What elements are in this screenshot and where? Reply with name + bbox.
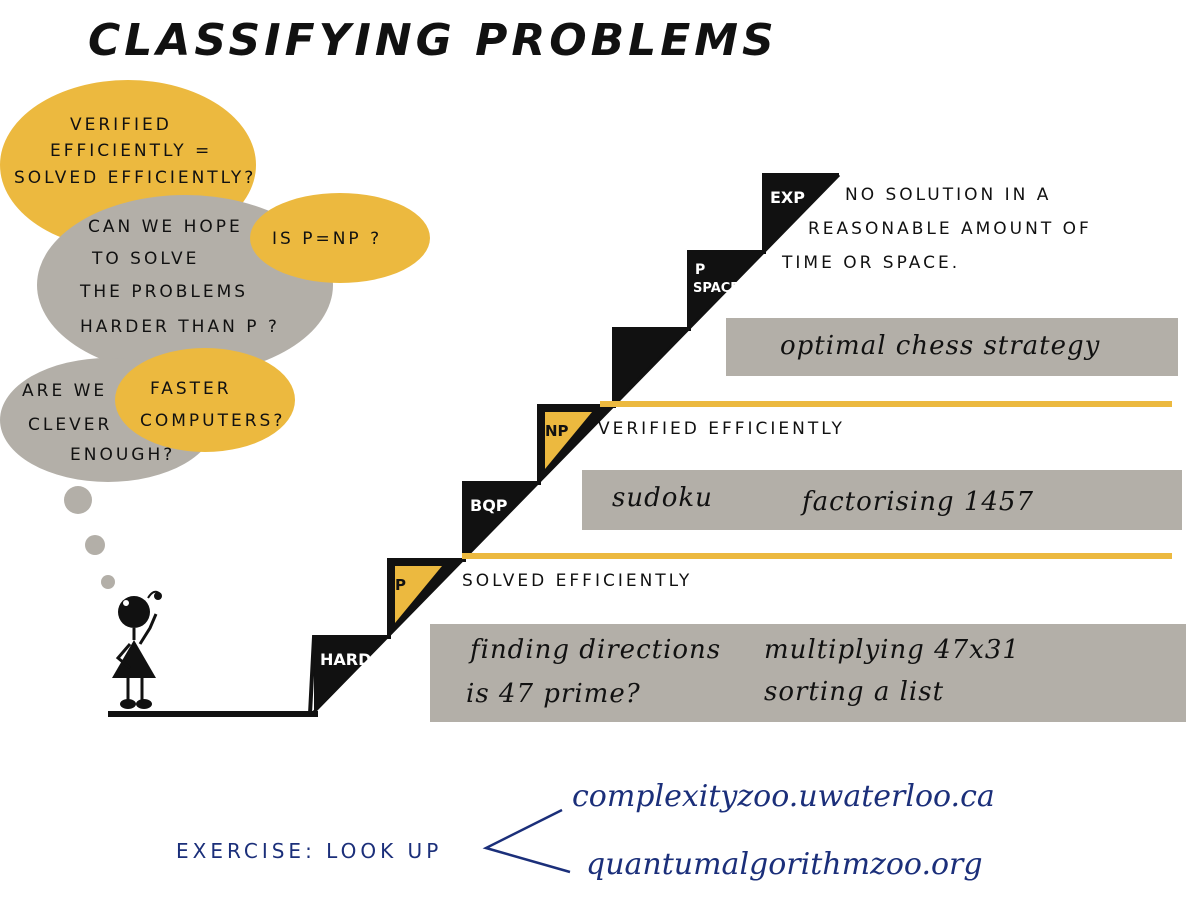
step-label: P — [395, 576, 406, 594]
bubble-yellow-faster — [115, 348, 295, 452]
step-label-line2: SPACE — [693, 281, 739, 296]
exercise-link-complexityzoo[interactable]: complexityzoo.uwaterloo.ca — [572, 779, 995, 814]
svg-text:NO SOLUTION IN A REASONABL: NO SOLUTION IN A REASONABLE AMOUNT OF TI… — [781, 185, 1100, 273]
exp-example-text: optimal chess strategy — [780, 331, 1100, 361]
exercise-branch — [486, 810, 570, 872]
step-label: EXP — [770, 188, 805, 207]
exp-note-line3: TIME OR SPACE. — [781, 253, 960, 273]
exp-note-line1: NO SOLUTION IN A — [845, 185, 1051, 205]
bubble-q1-line3: SOLVED EFFICIENTLY? — [14, 168, 256, 188]
bubble-q4-line3: ENOUGH? — [70, 445, 175, 465]
np-example-factorising: factorising 1457 — [800, 487, 1034, 517]
thought-dot-3 — [101, 575, 115, 589]
bubble-q3: IS P=NP ? — [272, 229, 382, 249]
bubble-q4-line2: CLEVER — [28, 415, 112, 435]
bubble-q1-line2: EFFICIENTLY = — [50, 141, 212, 161]
p-example-prime: is 47 prime? — [466, 679, 641, 709]
exercise-label: EXERCISE: LOOK UP — [176, 839, 442, 863]
p-example-directions: finding directions — [468, 635, 721, 665]
np-example-sudoku: sudoku — [612, 483, 713, 513]
p-tier-label: SOLVED EFFICIENTLY — [462, 571, 692, 591]
bubble-q1-line1: VERIFIED — [70, 115, 172, 135]
exp-note-line2: REASONABLE AMOUNT OF — [808, 219, 1092, 239]
thought-dot-1 — [64, 486, 92, 514]
bubble-q5-line2: COMPUTERS? — [140, 411, 285, 431]
bubble-q2-line2: TO SOLVE — [91, 249, 199, 269]
step-label: HARD — [320, 650, 371, 669]
p-example-multiplying: multiplying 47x31 — [764, 635, 1020, 665]
step-label: BQP — [470, 496, 508, 515]
p-example-sorting: sorting a list — [764, 677, 944, 707]
bubble-q5-line1: FASTER — [150, 379, 232, 399]
bubble-q2-line1: CAN WE HOPE — [88, 217, 243, 237]
bubble-q2-line3: THE PROBLEMS — [79, 282, 248, 302]
bubble-q4-line1: ARE WE — [22, 381, 107, 401]
page-title: CLASSIFYING PROBLEMS — [88, 15, 778, 66]
thought-dot-2 — [85, 535, 105, 555]
step-label: NP — [545, 422, 569, 440]
thought-bubbles: VERIFIED EFFICIENTLY = SOLVED EFFICIENTL… — [0, 80, 430, 589]
np-tier-label: VERIFIED EFFICIENTLY — [598, 419, 845, 439]
step-label-line1: P — [695, 262, 705, 278]
bubble-q2-line4: HARDER THAN P ? — [80, 317, 280, 337]
girl-figure-icon — [112, 592, 162, 709]
exercise-link-quantumzoo[interactable]: quantumalgorithmzoo.org — [586, 847, 983, 882]
